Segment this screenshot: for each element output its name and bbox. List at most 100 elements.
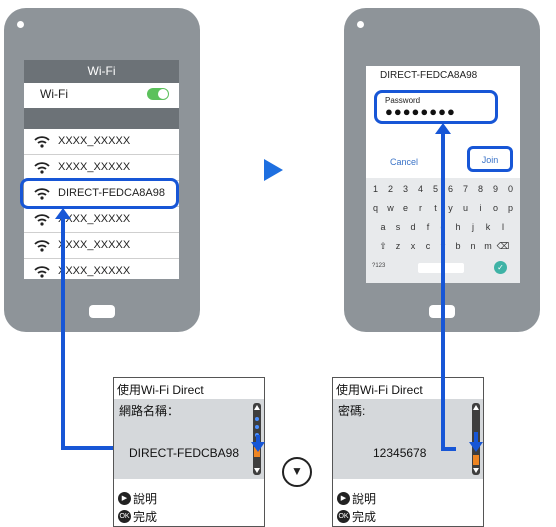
key[interactable]: c [425, 241, 431, 251]
key[interactable]: 6 [447, 184, 453, 194]
key[interactable]: q [372, 203, 378, 213]
key[interactable]: x [410, 241, 416, 251]
wifi-icon [34, 240, 50, 252]
network-ssid: XXXX_XXXXX [58, 239, 131, 251]
connector-line-left [61, 211, 113, 450]
password-label: 密碼: [338, 404, 366, 418]
wifi-icon [34, 136, 50, 148]
join-label: Join [481, 155, 499, 165]
key[interactable]: b [455, 241, 461, 251]
join-button[interactable]: Join [467, 146, 513, 172]
play-icon: ▶ [118, 492, 131, 505]
phone-left: Wi-Fi Wi-Fi XXXX_XXXXX XXXX_XXXXX DIRECT… [4, 8, 200, 332]
home-button[interactable] [89, 305, 115, 318]
done-item[interactable]: OK 完成 [118, 508, 157, 525]
password-label: Password [385, 96, 421, 105]
key[interactable]: m [484, 241, 492, 251]
key[interactable]: n [470, 241, 476, 251]
network-row[interactable]: XXXX_XXXXX [24, 233, 179, 259]
key[interactable]: h [455, 222, 461, 232]
scroll-dot [255, 417, 259, 421]
network-name-label: 網路名稱： [119, 404, 180, 418]
key[interactable]: p [507, 203, 513, 213]
scroll-dot [255, 425, 259, 429]
cancel-button[interactable]: Cancel [390, 157, 419, 167]
enter-key[interactable]: ✓ [494, 261, 507, 274]
next-step-down-icon: ▼ [282, 457, 312, 487]
panel-title: 使用Wi-Fi Direct [117, 383, 204, 397]
wifi-toggle-row: Wi-Fi [24, 83, 179, 108]
keyboard-row-numbers: 1 2 3 4 5 6 7 8 9 0 [366, 184, 520, 194]
network-name-value: DIRECT-FEDCBA98 [129, 446, 240, 460]
wifi-header: Wi-Fi [24, 60, 179, 83]
network-row[interactable]: XXXX_XXXXX [24, 155, 179, 181]
key[interactable]: 2 [387, 184, 393, 194]
wifi-icon [34, 266, 50, 278]
done-item[interactable]: OK 完成 [337, 508, 376, 525]
key[interactable]: 5 [432, 184, 438, 194]
camera-dot [357, 21, 364, 28]
key[interactable]: w [387, 203, 394, 213]
connector-line-right [441, 127, 456, 451]
arrowhead-up-icon [435, 123, 451, 134]
backspace-key[interactable]: ⌫ [496, 241, 510, 251]
key[interactable]: a [380, 222, 386, 232]
key[interactable]: k [485, 222, 491, 232]
key[interactable]: z [395, 241, 401, 251]
wifi-toggle-label: Wi-Fi [40, 87, 68, 101]
help-label: 說明 [133, 492, 158, 506]
network-ssid: XXXX_XXXXX [58, 135, 131, 147]
scroll-thumb [254, 447, 260, 457]
help-item[interactable]: ▶ 說明 [337, 490, 376, 507]
panel-title: 使用Wi-Fi Direct [336, 383, 423, 397]
keyboard-row-qwerty: q w e r t y u i o p [366, 203, 520, 213]
key[interactable]: o [492, 203, 498, 213]
key[interactable]: f [426, 222, 430, 232]
key[interactable]: j [472, 222, 474, 232]
scroll-thumb [473, 455, 479, 465]
key[interactable]: l [502, 222, 504, 232]
key[interactable]: 8 [477, 184, 483, 194]
key[interactable]: t [434, 203, 437, 213]
network-row[interactable]: XXXX_XXXXX [24, 129, 179, 155]
key[interactable]: 0 [507, 184, 513, 194]
key[interactable]: 9 [492, 184, 498, 194]
key[interactable]: 3 [402, 184, 408, 194]
help-label: 說明 [352, 492, 377, 506]
key[interactable]: 4 [417, 184, 423, 194]
scroll-up-icon [254, 405, 260, 410]
phone-left-screen: Wi-Fi Wi-Fi XXXX_XXXXX XXXX_XXXXX DIRECT… [24, 60, 179, 279]
arrowhead-down-icon [469, 442, 483, 452]
password-value: ●●●●●●●● [385, 104, 456, 119]
scroll-up-icon [473, 405, 479, 410]
key[interactable]: r [419, 203, 422, 213]
password-field[interactable]: Password ●●●●●●●● [374, 90, 498, 124]
key[interactable]: s [395, 222, 401, 232]
wifi-icon [34, 188, 50, 200]
key[interactable]: e [402, 203, 408, 213]
key[interactable]: i [479, 203, 482, 213]
help-item[interactable]: ▶ 說明 [118, 490, 157, 507]
scroll-down-icon [473, 468, 479, 473]
done-label: 完成 [133, 510, 158, 524]
network-ssid: XXXX_XXXXX [58, 161, 131, 173]
network-row[interactable]: XXXX_XXXXX [24, 207, 179, 233]
arrowhead-up-icon [55, 208, 71, 219]
next-arrow-icon [264, 159, 283, 181]
toggle-knob [158, 89, 168, 99]
wifi-toggle[interactable] [147, 88, 169, 100]
symbols-key[interactable]: ?123 [372, 263, 386, 269]
section-divider [24, 108, 179, 129]
key[interactable]: y [448, 203, 453, 213]
key[interactable]: d [410, 222, 416, 232]
arrowhead-down-icon [251, 442, 265, 452]
network-row-direct[interactable]: DIRECT-FEDCA8A98 [24, 181, 179, 207]
key[interactable]: u [462, 203, 468, 213]
key[interactable]: 1 [372, 184, 378, 194]
panel-body: 密碼: 12345678 [333, 399, 483, 479]
shift-key[interactable]: ⇧ [379, 241, 387, 251]
key[interactable]: 7 [462, 184, 468, 194]
network-ssid: XXXX_XXXXX [58, 213, 131, 225]
network-highlight [20, 178, 179, 209]
